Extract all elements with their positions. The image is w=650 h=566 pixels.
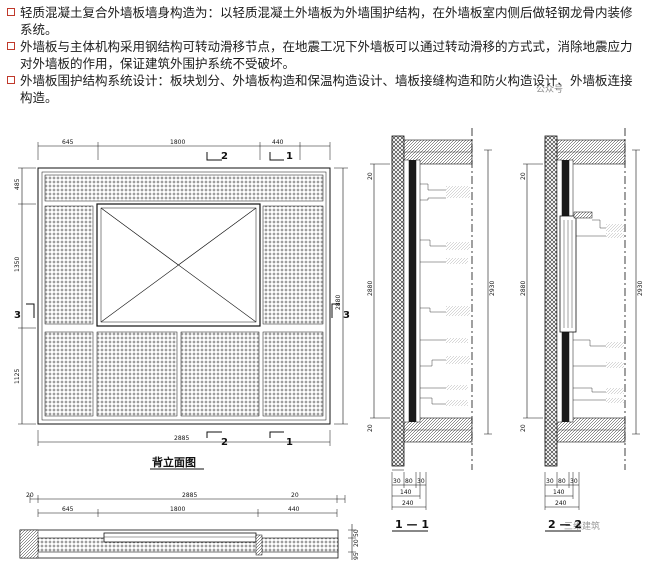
sec2-height-dim: 2880 — [520, 281, 527, 296]
plan-top-total: 2885 — [182, 492, 197, 499]
sec2-height-dim2: 2930 — [637, 281, 644, 296]
elev-top-dim-3: 440 — [272, 139, 284, 146]
elev-mark-1-bottom: 1 — [286, 437, 293, 448]
section-2-view: 2880 20 20 2930 30 — [520, 128, 644, 532]
sec1-height-dim2: 2930 — [489, 281, 496, 296]
sec2-bottom-dim: 20 — [520, 424, 527, 432]
sec2-base-total: 140 — [553, 489, 565, 496]
elev-mark-1-top: 1 — [286, 151, 293, 162]
intro-bullet-3: 外墙板围护结构系统设计：板块划分、外墙板构造和保温构造设计、墙板接缝构造和防火构… — [6, 72, 642, 106]
elev-left-dim-2: 1350 — [14, 257, 21, 272]
sec2-base-dim-3: 30 — [570, 478, 578, 485]
elev-top-dim-1: 645 — [62, 139, 74, 146]
plan-view: 20 2885 20 645 1800 440 50 20 95 — [19, 492, 360, 560]
section1-caption: 1 — 1 — [395, 518, 429, 531]
sec1-top-dim: 20 — [367, 172, 374, 180]
watermark-brand: 三维建筑 — [564, 522, 601, 532]
sec1-base-dim-2: 80 — [405, 478, 413, 485]
plan-right-dim-2: 20 — [353, 539, 360, 547]
section-1-view: 2880 20 20 2930 — [367, 128, 496, 532]
elev-left-dim-3: 1125 — [14, 369, 21, 384]
elevation-view: 645 1800 440 485 1350 1125 — [14, 139, 350, 470]
sec1-bottom-dim: 20 — [367, 424, 374, 432]
section2-caption: 2 — 2 — [548, 518, 582, 531]
sec2-top-dim: 20 — [520, 172, 527, 180]
plan-dim-1: 645 — [62, 506, 74, 513]
sec2-base-dim-2: 80 — [558, 478, 566, 485]
intro-bullet-1: 轻质混凝土复合外墙板墙身构造为：以轻质混凝土外墙板为外墙围护结构，在外墙板室内侧… — [6, 4, 642, 38]
elev-mark-2-bottom: 2 — [221, 437, 228, 448]
intro-bullets: 轻质混凝土复合外墙板墙身构造为：以轻质混凝土外墙板为外墙围护结构，在外墙板室内侧… — [6, 4, 642, 106]
plan-dim-3: 440 — [288, 506, 300, 513]
sec2-base-dim-1: 30 — [546, 478, 554, 485]
elev-top-dim-2: 1800 — [170, 139, 185, 146]
elev-mark-2-top: 2 — [221, 151, 228, 162]
elev-left-dim-1: 485 — [14, 178, 21, 190]
plan-right-dim-3: 95 — [353, 552, 360, 560]
elev-mark-3-left: 3 — [14, 310, 21, 321]
elev-bottom-dim: 2885 — [174, 435, 189, 442]
elev-right-dim: 2880 — [335, 295, 342, 310]
sec1-base-total2: 240 — [402, 500, 414, 507]
plan-dim-2: 1800 — [170, 506, 185, 513]
intro-bullet-2: 外墙板与主体机构采用钢结构可转动滑移节点，在地震工况下外墙板可以通过转动滑移的方… — [6, 38, 642, 72]
sec1-base-dim-3: 30 — [417, 478, 425, 485]
sec1-base-total: 140 — [400, 489, 412, 496]
elevation-caption: 背立面图 — [152, 455, 196, 469]
plan-end-dim-left: 20 — [26, 492, 34, 499]
sec1-base-dim-1: 30 — [393, 478, 401, 485]
sec1-height-dim: 2880 — [367, 281, 374, 296]
watermark-text: 公众号 — [536, 85, 564, 95]
sec2-base-total2: 240 — [555, 500, 567, 507]
plan-right-dim-1: 50 — [353, 529, 360, 537]
plan-end-dim-right: 20 — [291, 492, 299, 499]
elev-mark-3-right: 3 — [343, 310, 350, 321]
